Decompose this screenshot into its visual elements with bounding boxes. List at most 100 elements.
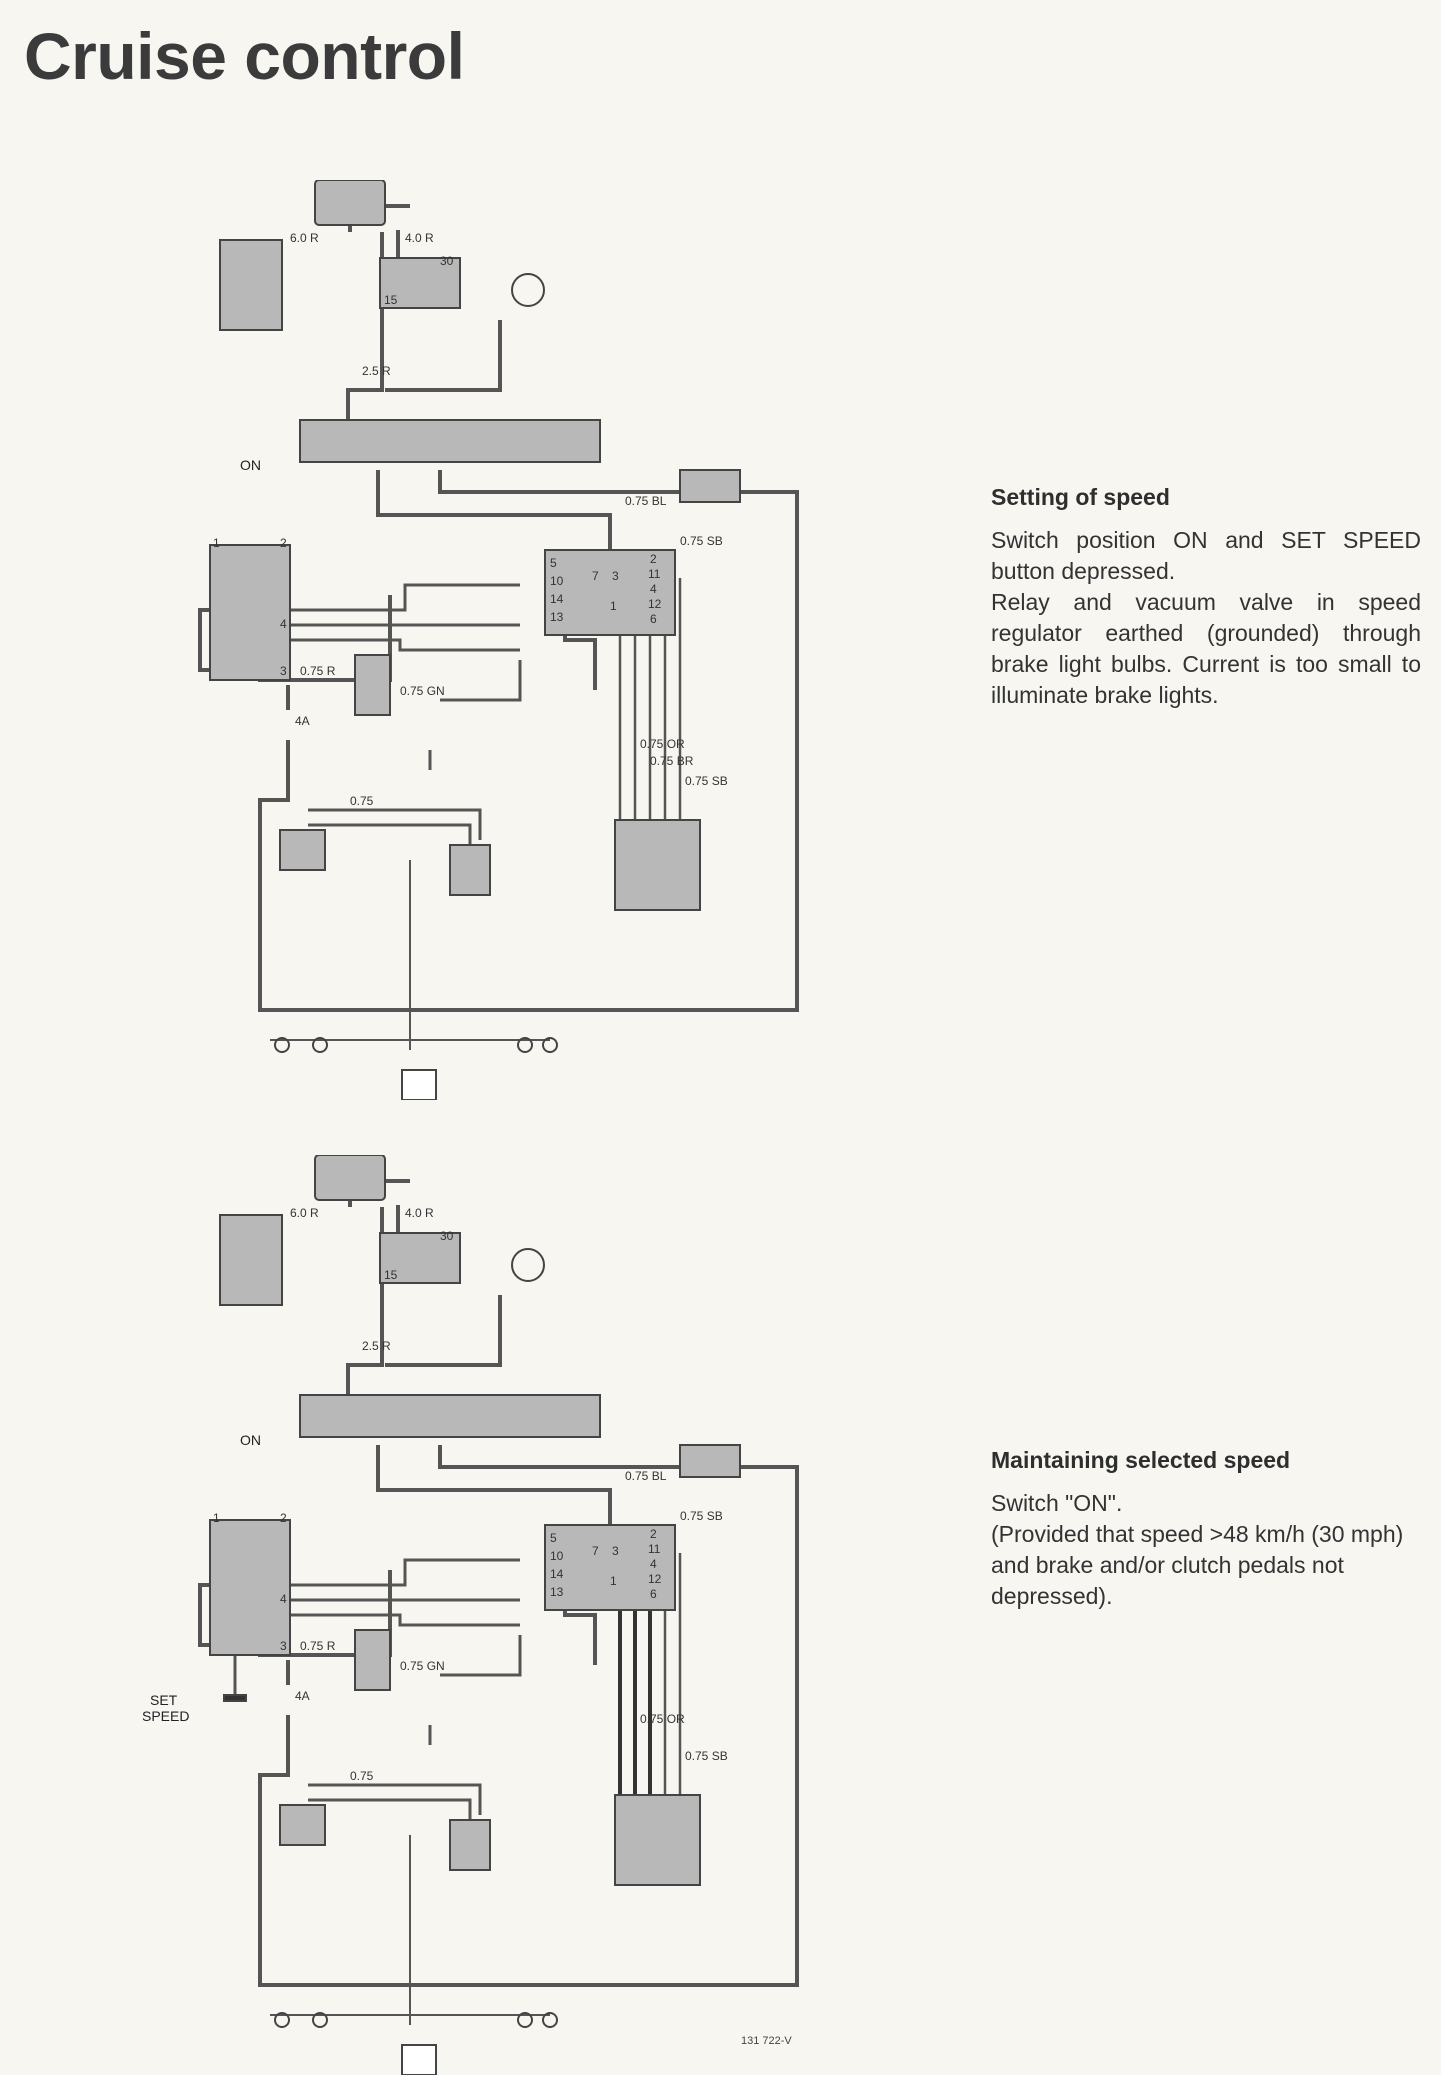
label-pin13: 13 xyxy=(550,610,564,624)
label-075r: 0.75 R xyxy=(300,664,336,678)
label-sw3: 3 xyxy=(280,664,287,678)
label-pin12: 12 xyxy=(648,1572,662,1586)
label-pin4: 4 xyxy=(650,582,657,596)
cruise-switch xyxy=(209,1519,291,1656)
label-075sb-2: 0.75 SB xyxy=(685,1749,728,1763)
label-pin5: 5 xyxy=(550,556,557,570)
label-pin1: 1 xyxy=(610,599,617,613)
tachometer-gauge xyxy=(511,1248,545,1282)
label-on: ON xyxy=(240,457,261,473)
figure-code: 131 722-V xyxy=(741,2035,792,2047)
wire-fuse-relay xyxy=(376,1445,612,1525)
brake-bulb-left-2 xyxy=(312,1037,328,1053)
wire-switch-relay-3 xyxy=(280,638,520,652)
brake-switch xyxy=(449,1819,491,1871)
ignition-switch xyxy=(379,257,461,309)
wire-loop-outer xyxy=(258,1445,799,1987)
label-pin2: 2 xyxy=(650,552,657,566)
label-075or: 0.75 OR xyxy=(640,1712,685,1726)
label-pin13: 13 xyxy=(550,1585,564,1599)
set-speed-button xyxy=(223,1694,247,1702)
label-pin12: 12 xyxy=(648,597,662,611)
wiring-diagram-maintaining-speed: 6.0 R 4.0 R 2.5 R 30 15 ON SET SPEED 0.7… xyxy=(140,1155,820,2075)
speed-regulator xyxy=(614,819,701,911)
brake-bulb-right-2 xyxy=(542,2012,558,2028)
section-paragraph: (Provided that speed >48 km/h (30 mph) a… xyxy=(991,1521,1404,1609)
label-pin14: 14 xyxy=(550,592,564,606)
label-pin14: 14 xyxy=(550,1567,564,1581)
wire-fuse-relay xyxy=(376,470,612,550)
brake-light-connector xyxy=(401,1069,437,1100)
wire-brake-2 xyxy=(308,1798,472,1820)
vacuum-unit xyxy=(679,1444,741,1478)
connector-block xyxy=(314,180,386,226)
label-pin5: 5 xyxy=(550,1531,557,1545)
label-075r: 0.75 R xyxy=(300,1639,336,1653)
wire-brake-lights xyxy=(270,860,550,1050)
wiring-diagram-svg-2: 6.0 R 4.0 R 2.5 R 30 15 ON SET SPEED 0.7… xyxy=(142,1155,799,2075)
label-sw4: 4 xyxy=(280,617,287,631)
wire-075gn xyxy=(440,660,522,702)
section-heading: Maintaining selected speed xyxy=(991,1447,1291,1473)
wire-ign-return xyxy=(385,1295,502,1367)
label-4r: 4.0 R xyxy=(405,231,434,245)
label-6r: 6.0 R xyxy=(290,231,319,245)
label-t15: 15 xyxy=(384,293,398,307)
vacuum-valve xyxy=(354,654,391,716)
wire-switch-relay-1 xyxy=(280,1558,520,1587)
brake-light-connector xyxy=(401,2044,437,2075)
label-pin4: 4 xyxy=(650,1557,657,1571)
wire-075gn xyxy=(440,1635,522,1677)
battery xyxy=(219,1214,283,1306)
fuse-box xyxy=(299,419,601,463)
label-075sb-2: 0.75 SB xyxy=(685,774,728,788)
label-6r: 6.0 R xyxy=(290,1206,319,1220)
connector-block xyxy=(314,1155,386,1201)
wire-brake-1 xyxy=(308,1783,482,1815)
label-pin3: 3 xyxy=(612,1544,619,1558)
label-pin10: 10 xyxy=(550,1549,564,1563)
brake-bulb-left-1 xyxy=(274,1037,290,1053)
wire-brake-lights xyxy=(270,1835,550,2025)
clutch-switch xyxy=(279,829,326,871)
wire-ign-return xyxy=(385,320,502,392)
label-075: 0.75 xyxy=(350,794,374,808)
label-pin7: 7 xyxy=(592,569,599,583)
label-sw2: 2 xyxy=(280,1511,287,1525)
relay-unit xyxy=(544,1524,676,1611)
battery xyxy=(219,239,283,331)
brake-bulb-left-1 xyxy=(274,2012,290,2028)
label-pin1: 1 xyxy=(610,1574,617,1588)
label-075sb: 0.75 SB xyxy=(680,1509,723,1523)
label-075gn: 0.75 GN xyxy=(400,1659,445,1673)
speed-regulator xyxy=(614,1794,701,1886)
brake-bulb-left-2 xyxy=(312,2012,328,2028)
label-sw1: 1 xyxy=(213,536,220,550)
label-075bl: 0.75 BL xyxy=(625,494,667,508)
section-paragraph: Relay and vacuum valve in speed regulato… xyxy=(991,589,1421,708)
brake-bulb-right-1 xyxy=(517,1037,533,1053)
label-25r: 2.5 R xyxy=(362,364,391,378)
brake-switch xyxy=(449,844,491,896)
label-sw4: 4 xyxy=(280,1592,287,1606)
label-4r: 4.0 R xyxy=(405,1206,434,1220)
label-fuse-4a: 4A xyxy=(295,1689,310,1703)
label-pin2: 2 xyxy=(650,1527,657,1541)
wire-loop-outer xyxy=(258,470,799,1012)
tachometer-gauge xyxy=(511,273,545,307)
brake-bulb-right-1 xyxy=(517,2012,533,2028)
label-pin10: 10 xyxy=(550,574,564,588)
vacuum-valve xyxy=(354,1629,391,1691)
section-heading: Setting of speed xyxy=(991,484,1170,510)
wire-main-25r xyxy=(346,1207,384,1420)
wiring-diagram-svg: 6.0 R 4.0 R 2.5 R 30 15 ON 0.75 BL 0.75 … xyxy=(198,180,799,1100)
section-paragraph: Switch "ON". xyxy=(991,1490,1123,1516)
section-paragraph: Switch position ON and SET SPEED button … xyxy=(991,527,1421,584)
section-setting-speed: Setting of speed Switch position ON and … xyxy=(991,484,1421,711)
label-set: SET xyxy=(150,1692,178,1708)
label-sw2: 2 xyxy=(280,536,287,550)
wire-main-25r xyxy=(346,232,384,445)
label-25r: 2.5 R xyxy=(362,1339,391,1353)
label-t30: 30 xyxy=(440,1229,454,1243)
wire-brake-2 xyxy=(308,823,472,845)
